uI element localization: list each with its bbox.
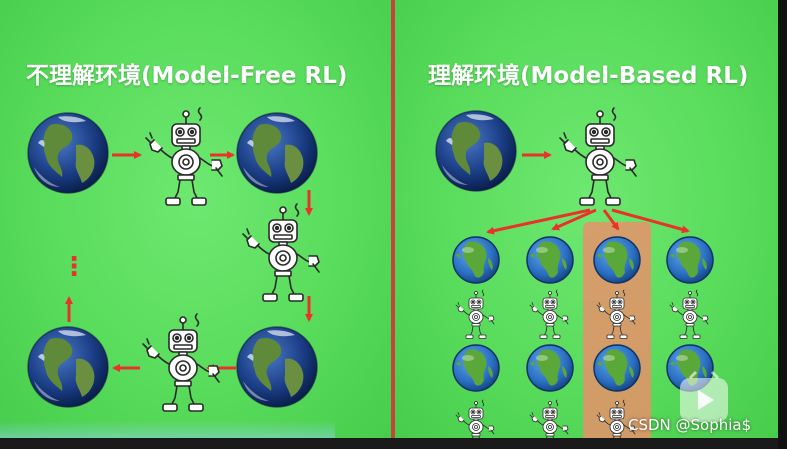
earth-icon — [452, 344, 500, 392]
earth-icon — [236, 112, 318, 194]
arrow-icon — [486, 208, 591, 235]
earth-icon — [593, 344, 641, 392]
panel-divider — [391, 0, 395, 438]
earth-icon — [435, 110, 517, 192]
robot-icon — [242, 203, 320, 302]
bottom-bar — [0, 438, 778, 449]
earth-icon — [27, 112, 109, 194]
frame-edge — [778, 0, 787, 449]
robot-icon — [529, 289, 569, 339]
robot-icon — [455, 289, 495, 339]
watermark: CSDN @Sophia$ — [628, 416, 752, 434]
bottom-glow — [0, 420, 335, 438]
earth-icon — [666, 236, 714, 284]
earth-icon — [526, 236, 574, 284]
earth-icon — [526, 344, 574, 392]
robot-icon — [559, 107, 637, 206]
play-icon[interactable] — [676, 370, 732, 430]
arrow-icon — [551, 208, 597, 231]
ellipsis-indicator: ⋮ — [61, 252, 87, 282]
earth-icon — [593, 236, 641, 284]
arrow-icon — [602, 209, 620, 231]
earth-icon — [236, 326, 318, 408]
highlight-column — [583, 222, 651, 447]
earth-icon — [27, 326, 109, 408]
arrow-icon — [611, 208, 690, 234]
model-free-title: 不理解环境(Model-Free RL) — [26, 63, 348, 89]
earth-icon — [452, 236, 500, 284]
robot-icon — [669, 289, 709, 339]
robot-icon — [142, 313, 220, 412]
model-based-title: 理解环境(Model-Based RL) — [428, 63, 749, 89]
